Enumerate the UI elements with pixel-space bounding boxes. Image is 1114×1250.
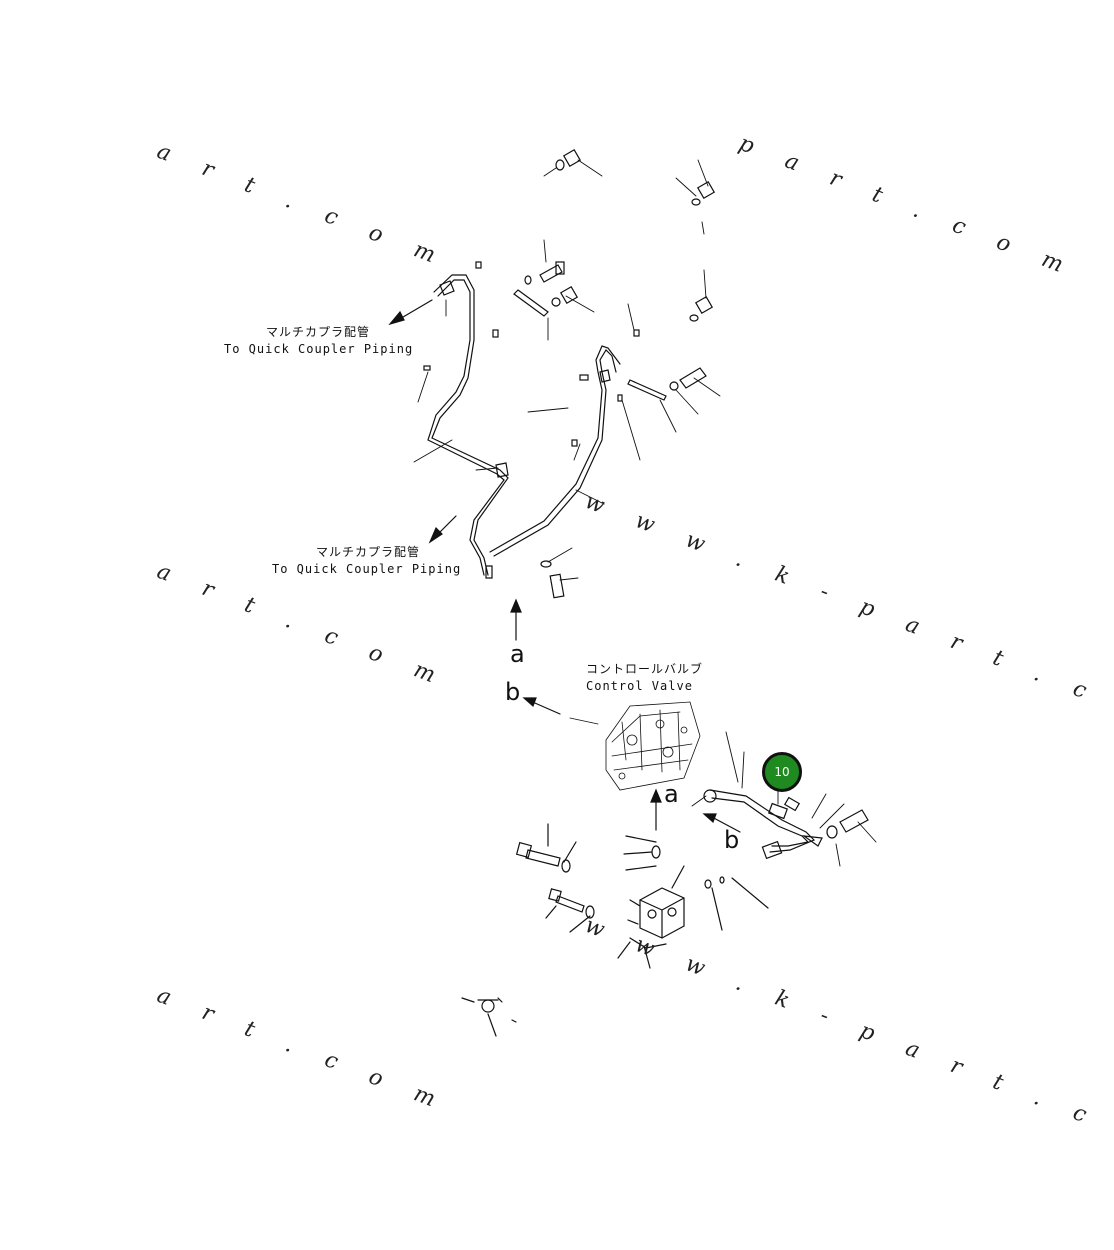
coupler-note-mid-en: To Quick Coupler Piping — [272, 562, 462, 576]
view-letter-b-upper: b — [505, 678, 521, 706]
control-valve — [569, 701, 701, 791]
bolts-lower — [515, 823, 769, 933]
view-letter-b-lower: b — [724, 826, 740, 854]
part-callout-number: 10 — [774, 765, 790, 779]
view-letter-a-upper: a — [510, 640, 525, 668]
bolts-upper — [423, 148, 716, 599]
coupler-arrows — [388, 299, 457, 544]
coupler-note-top-jp: マルチカプラ配管 — [266, 325, 371, 339]
pipe-left — [427, 274, 509, 576]
hose-assembly — [703, 789, 869, 860]
coupler-note-top-en: To Quick Coupler Piping — [224, 342, 414, 356]
leader-lines-lower — [691, 731, 877, 867]
solenoid-valve — [617, 865, 685, 969]
view-letter-a-lower: a — [664, 780, 679, 808]
view-arrows — [510, 598, 741, 833]
small-fitting — [461, 997, 517, 1037]
leader-lines-upper — [413, 159, 721, 581]
clamps — [439, 280, 611, 579]
valve-note-en: Control Valve — [586, 679, 693, 693]
coupler-note-mid-jp: マルチカプラ配管 — [316, 545, 421, 559]
part-callout-badge[interactable]: 10 — [762, 752, 802, 792]
valve-note-jp: コントロールバルブ — [586, 662, 704, 676]
